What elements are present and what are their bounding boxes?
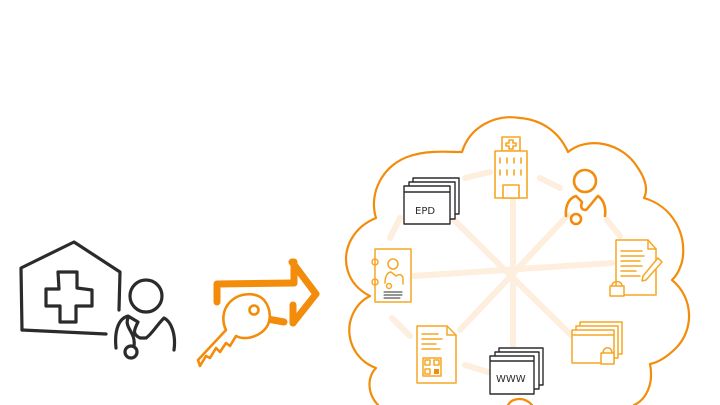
- cloud-item-secure-windows: [571, 321, 623, 365]
- cloud-item-doctor: [564, 168, 607, 226]
- www-label: WWW: [496, 374, 526, 385]
- hospital-icon: [19, 240, 122, 336]
- epd-label: EPD: [415, 206, 435, 217]
- cloud-item-patient-file: [371, 248, 412, 303]
- doctor-icon: [114, 278, 177, 360]
- cloud-outline: [344, 116, 691, 405]
- cloud-item-hospital: [494, 136, 528, 199]
- key-icon: [196, 292, 272, 368]
- cloud-item-secure-document: [609, 239, 663, 297]
- cloud-item-qr-document: [416, 325, 457, 384]
- cloud-spokes: [387, 169, 623, 375]
- cloud-item-epd: EPD: [403, 177, 460, 225]
- cloud-item-www: WWW: [489, 347, 544, 395]
